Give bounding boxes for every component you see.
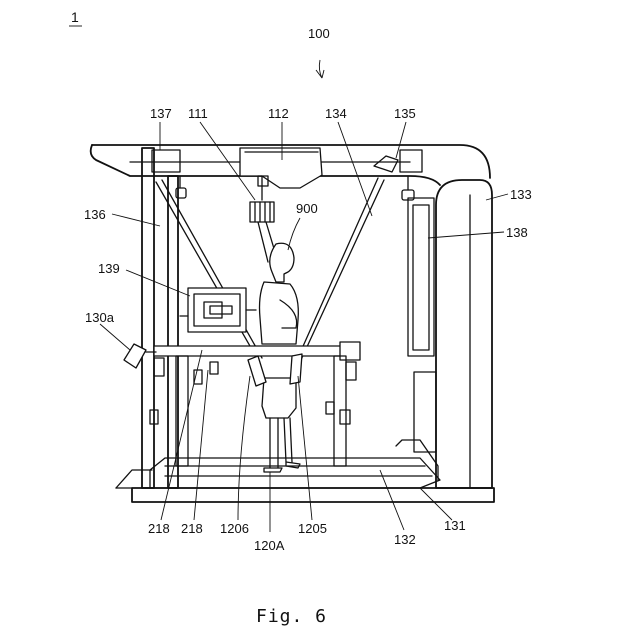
label-139: 139 xyxy=(98,261,120,276)
label-100: 100 xyxy=(308,26,330,41)
sheet-label: 1 xyxy=(71,9,79,25)
label-138: 138 xyxy=(506,225,528,240)
label-218-right: 218 xyxy=(181,521,203,536)
label-133: 133 xyxy=(510,187,532,202)
walking-training-apparatus xyxy=(91,145,494,502)
label-111: 111 xyxy=(188,106,208,121)
base-frame xyxy=(116,470,494,502)
figure-caption: Fig. 6 xyxy=(256,606,327,627)
display-monitor xyxy=(180,288,256,332)
treadmill xyxy=(150,440,440,488)
label-134: 134 xyxy=(325,106,347,121)
handrail xyxy=(124,342,360,384)
trainee-figure xyxy=(248,243,302,472)
label-132: 132 xyxy=(394,532,416,547)
label-112: 112 xyxy=(268,106,289,121)
label-1206: 1206 xyxy=(220,521,249,536)
guide-posts xyxy=(150,356,350,466)
label-130a: 130a xyxy=(85,310,115,325)
label-136: 136 xyxy=(84,207,106,222)
label-120A: 120A xyxy=(254,538,285,553)
right-pillar xyxy=(374,150,422,200)
label-131: 131 xyxy=(444,518,466,533)
left-pillar xyxy=(142,148,186,488)
label-135: 135 xyxy=(394,106,416,121)
label-900: 900 xyxy=(296,201,318,216)
overhead-frame xyxy=(91,145,490,188)
label-137: 137 xyxy=(150,106,172,121)
label-218-left: 218 xyxy=(148,521,170,536)
label-1205: 1205 xyxy=(298,521,327,536)
